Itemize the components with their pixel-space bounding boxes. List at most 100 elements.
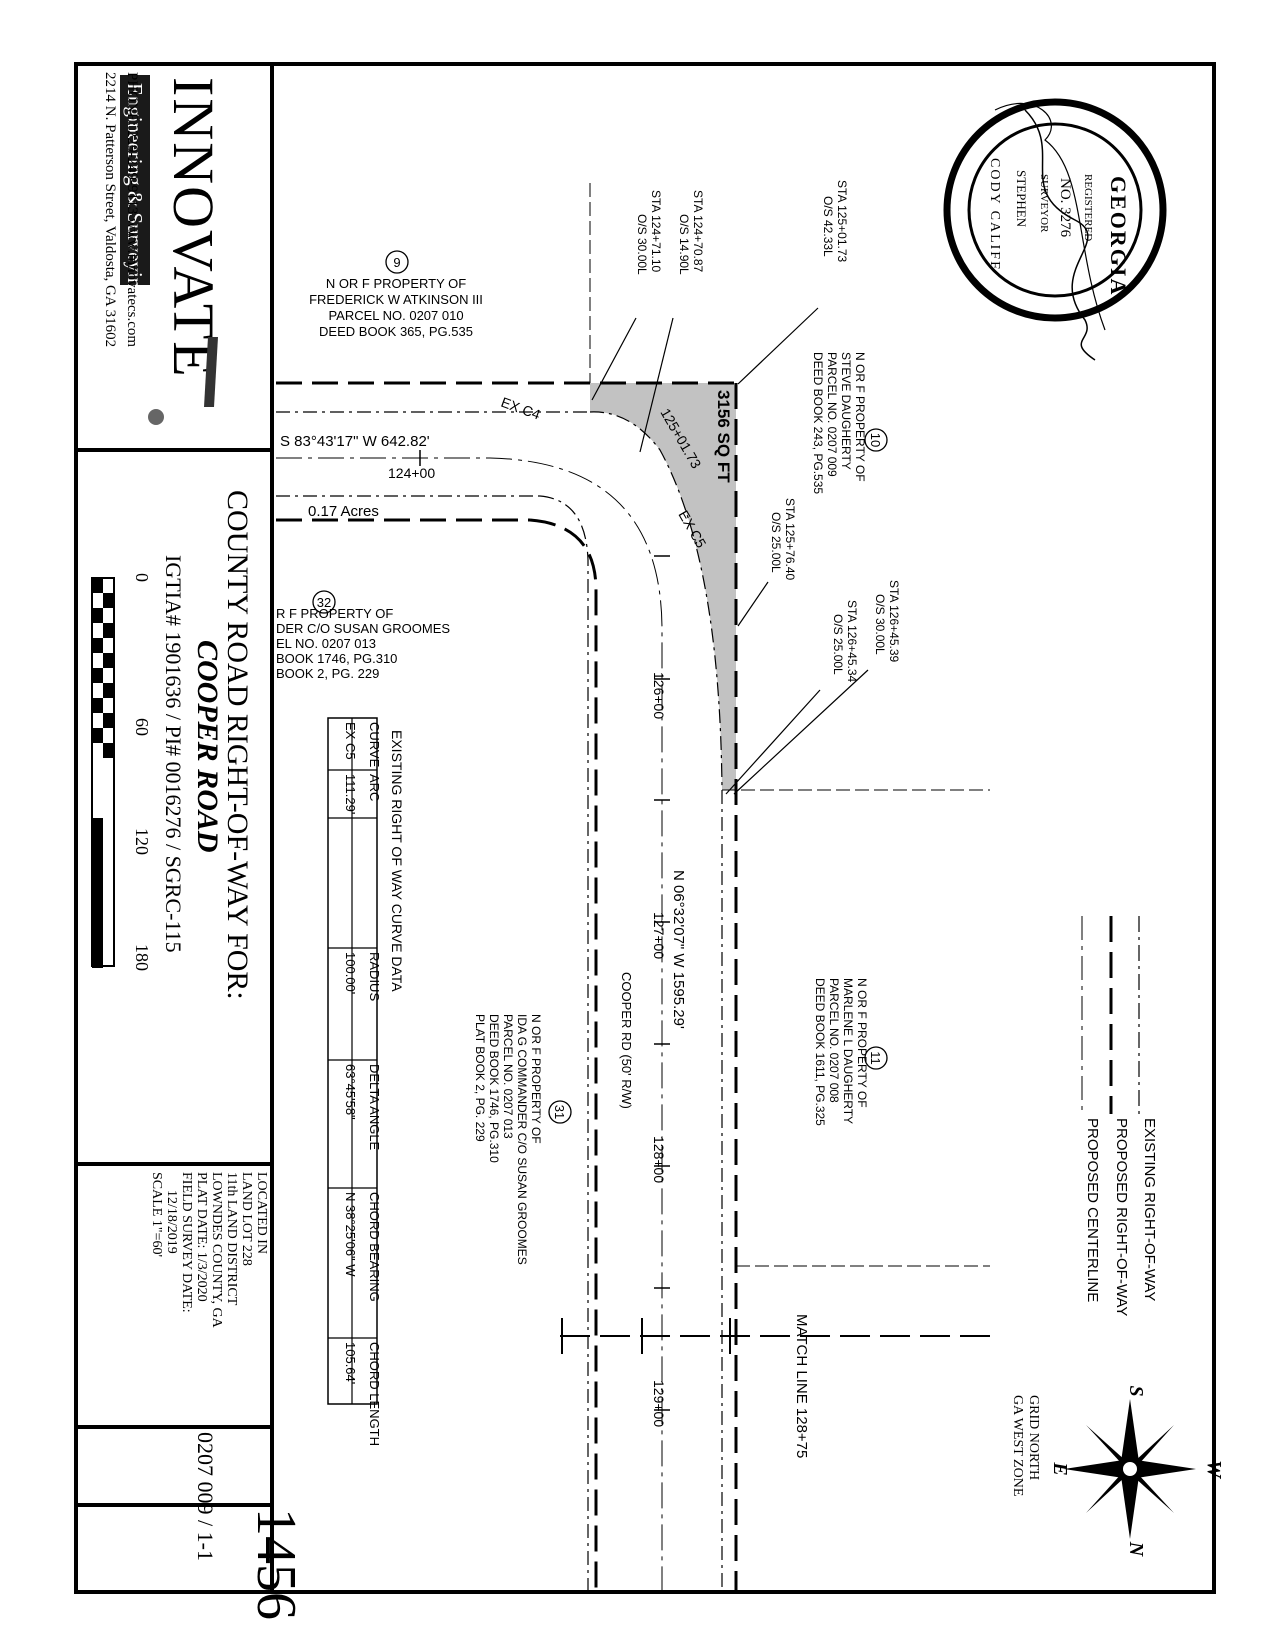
company-subtitle: Engineering & Surveying bbox=[123, 83, 147, 299]
parcel-31-text: N OR F PROPERTY OF bbox=[529, 1014, 543, 1144]
location-line: SCALE 1"=60' bbox=[149, 1172, 164, 1257]
parcel-31-text: IDA G COMMANDER C/O SUSAN GROOMES bbox=[515, 1014, 529, 1265]
station-callout: O/S 30.00L bbox=[635, 214, 649, 275]
station-callout: STA 126+45.39 bbox=[887, 580, 901, 663]
parcel-number: 10 bbox=[868, 433, 883, 447]
curve-table-title: EXISTING RIGHT OF WAY CURVE DATA bbox=[389, 730, 405, 992]
bearing-label-s83: S 83°43'17" W 642.82' bbox=[280, 433, 430, 450]
curve-table-header: RADIUS bbox=[367, 952, 382, 1001]
curve-table-cell: EX C5 bbox=[343, 722, 358, 760]
curve-table-header: ARC bbox=[367, 774, 382, 801]
scale-tick-120: 120 bbox=[132, 828, 152, 855]
parcel-32-text: DER C/O SUSAN GROOMES bbox=[276, 621, 450, 636]
drawing-labels: S 83°43'17" W 642.82'124+000.17 AcresEX … bbox=[276, 180, 901, 1427]
parcel-11-text: MARLENE L DAUGHERTY bbox=[841, 978, 855, 1124]
parcel-11-text: N OR F PROPERTY OF bbox=[855, 978, 869, 1108]
scale-tick-0: 0 bbox=[132, 573, 152, 582]
seal-number: NO. 3276 bbox=[1057, 178, 1073, 238]
taking-area-shading bbox=[590, 383, 736, 790]
legend-existing-label: EXISTING RIGHT-OF-WAY bbox=[1141, 1118, 1158, 1301]
parcel-31-text: PLAT BOOK 2, PG. 229 bbox=[473, 1014, 487, 1142]
company-phone: PHONE: 229-249-9113 www.innovatecs.com bbox=[124, 72, 140, 347]
parcel-11-text: PARCEL NO. 0207 008 bbox=[827, 978, 841, 1103]
compass-n: N bbox=[1125, 1541, 1147, 1558]
station-callout: STA 125+76.40 bbox=[783, 498, 797, 581]
road-title: COOPER ROAD bbox=[191, 640, 224, 853]
road-label: COOPER RD (50' R/W) bbox=[619, 972, 634, 1109]
seal-name-bottom: CODY CALIFF bbox=[987, 158, 1002, 271]
location-line: 11th LAND DISTRICT bbox=[224, 1172, 239, 1306]
parcel-9-text: DEED BOOK 365, PG.535 bbox=[319, 324, 473, 339]
project-ids: IGTIA# 1901636 / PI# 0016276 / SGRC-115 bbox=[161, 555, 186, 953]
parcel-31-text: DEED BOOK 1746, PG.310 bbox=[487, 1014, 501, 1163]
scale-check bbox=[103, 713, 114, 728]
parcel-number-circle bbox=[548, 1100, 572, 1124]
scale-check bbox=[103, 623, 114, 638]
curve-table-cell: 105.64' bbox=[343, 1342, 358, 1384]
station-callout: O/S 25.00L bbox=[831, 614, 845, 675]
company-sub-bar bbox=[120, 75, 150, 285]
scale-check bbox=[92, 698, 103, 713]
legend-proposed-label: PROPOSED RIGHT-OF-WAY bbox=[1113, 1118, 1130, 1316]
sheet-border bbox=[74, 62, 1216, 1594]
station-label-126: 126+00 bbox=[651, 672, 667, 719]
acres-label: 0.17 Acres bbox=[308, 503, 379, 520]
taking-area-label: 3156 SQ FT bbox=[714, 390, 733, 483]
location-line: LOWNDES COUNTY, GA bbox=[209, 1172, 224, 1329]
scale-solid-bar bbox=[92, 818, 103, 968]
curve-table-header: CHORD BEARING bbox=[367, 1192, 382, 1302]
compass-s: S bbox=[1125, 1385, 1147, 1396]
scale-check bbox=[92, 608, 103, 623]
station-label-129: 129+00 bbox=[651, 1380, 667, 1427]
seal-name-top: STEPHEN bbox=[1014, 170, 1029, 228]
seal-state: GEORGIA bbox=[1106, 176, 1131, 296]
scale-tick-60: 60 bbox=[132, 718, 152, 736]
parcel-9-text: N OR F PROPERTY OF bbox=[326, 276, 466, 291]
station-label-128: 128+00 bbox=[651, 1136, 667, 1183]
location-line: PLAT DATE: 1/3/2020 bbox=[194, 1172, 209, 1302]
zone-label: GA WEST ZONE bbox=[1010, 1395, 1025, 1496]
sheet-number: 1456 bbox=[245, 1508, 307, 1620]
parcel-reference: 0207 009 / 1-1 bbox=[193, 1432, 218, 1561]
curve-table-header: CHORD LENGTH bbox=[367, 1342, 382, 1446]
scale-check bbox=[103, 743, 114, 758]
scale-tick-180: 180 bbox=[132, 944, 152, 971]
proposed-row-west-line bbox=[529, 518, 598, 1592]
compass-w: W bbox=[1203, 1460, 1225, 1479]
curve-table-cell: N 38°25'06" W bbox=[343, 1192, 358, 1277]
signature-scribble-2 bbox=[994, 102, 1106, 331]
location-line: 12/18/2019 bbox=[164, 1190, 179, 1254]
logo-wedge-icon bbox=[204, 337, 218, 407]
scale-check bbox=[103, 593, 114, 608]
station-label-127: 127+00 bbox=[651, 912, 667, 959]
compass-e: E bbox=[1049, 1461, 1071, 1475]
scale-check bbox=[103, 653, 114, 668]
ex-c4-label: EX C4 bbox=[499, 394, 543, 423]
curve-table-header: DELTA ANGLE bbox=[367, 1064, 382, 1151]
station-callout: STA 124+71.10 bbox=[649, 190, 663, 273]
parcel-number: 32 bbox=[317, 595, 331, 610]
parcel-32-text: R F PROPERTY OF bbox=[276, 606, 393, 621]
seal-outer-ring bbox=[943, 98, 1167, 322]
station-callout: O/S 42.33L bbox=[821, 196, 835, 257]
location-line: LAND LOT 228 bbox=[239, 1172, 254, 1266]
parcel-number-circle bbox=[385, 250, 409, 274]
existing-row-curve-c4-c5 bbox=[589, 411, 723, 791]
scale-check bbox=[92, 728, 103, 743]
parcel-number: 9 bbox=[393, 255, 400, 270]
logo-dot-icon bbox=[148, 409, 164, 425]
company-logo: INNOVATE Engineering & Surveying bbox=[120, 75, 226, 425]
station-callout: STA 125+01.73 bbox=[835, 180, 849, 263]
surveyor-seal: GEORGIA REGISTERED NO. 3276 SURVEYOR STE… bbox=[943, 98, 1167, 361]
curve-table-cell: 111.29' bbox=[343, 774, 358, 814]
location-line: FIELD SURVEY DATE: bbox=[179, 1172, 194, 1313]
scale-check bbox=[92, 668, 103, 683]
station-callout: STA 126+45.34 bbox=[845, 600, 859, 683]
plat-title: COUNTY ROAD RIGHT-OF-WAY FOR: bbox=[221, 490, 254, 1000]
parcel-number-circle bbox=[864, 1046, 888, 1070]
curve-table: EXISTING RIGHT OF WAY CURVE DATACURVEARC… bbox=[327, 717, 405, 1446]
seal-surveyor: SURVEYOR bbox=[1038, 174, 1050, 233]
curve-table-cell: 100.00' bbox=[343, 952, 358, 994]
